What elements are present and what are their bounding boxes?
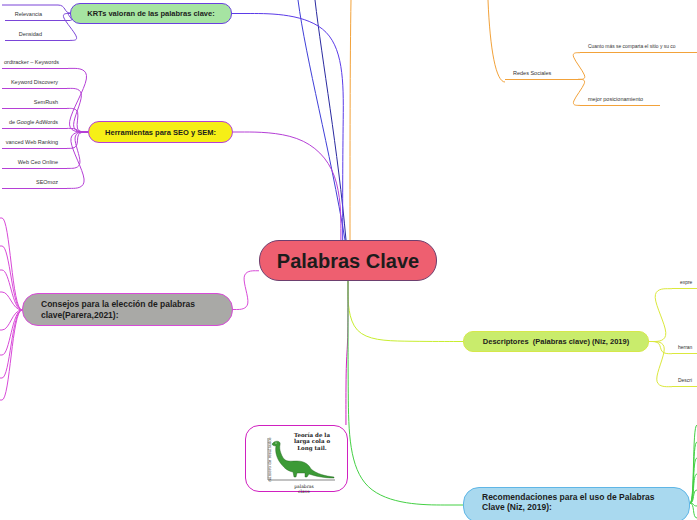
branch-line: [690, 503, 697, 518]
leaf-text: Descri: [678, 378, 696, 384]
branch-line: [0, 292, 22, 310]
branch-line: [690, 490, 697, 503]
branch-connector: [348, 281, 463, 342]
branch-line: [0, 310, 22, 378]
branch-line: [298, 0, 345, 240]
illustration-text: palabras clave: [289, 484, 319, 494]
branch-line: [690, 458, 697, 503]
leaf-text: Cuanto más se comparta el sitio y su co: [588, 44, 696, 50]
leaf-text: Keyword Discovery: [4, 79, 58, 86]
topic-leaf: Cuanto más se comparta el sitio y su co: [580, 44, 697, 53]
branch-line: [0, 310, 22, 400]
topic-leaf: Redes Sociales: [505, 70, 578, 80]
branch-connector: [649, 289, 672, 342]
topic-title: Herramientas para SEO y SEM:: [105, 128, 216, 137]
leaf-text: de Google AdWords: [4, 119, 58, 126]
branch-connector: [573, 53, 585, 80]
topic-leaf: de Google AdWords: [2, 119, 67, 129]
topic-leaf: SemRush: [2, 99, 67, 109]
topic-leaf: expre: [672, 280, 697, 289]
branch-connector: [233, 132, 341, 240]
leaf-text: expre: [680, 280, 696, 286]
topic-title: Recomendaciones para el uso de Palabras …: [482, 492, 677, 512]
branch-line: [315, 0, 346, 240]
topic-leaf: Web Ceo Online: [2, 159, 67, 169]
leaf-text: Relevancia: [7, 11, 42, 18]
branch-connector: [67, 128, 88, 132]
branch-connector: [573, 79, 584, 105]
leaf-text: mejor posicionamiento: [588, 96, 658, 103]
branch-line: [0, 270, 22, 310]
dinosaur-eye: [275, 442, 276, 443]
branch-connector: [67, 132, 88, 188]
branch-connector: [68, 68, 88, 132]
topic-title: KRTs valoran de las palabras clave:: [87, 9, 214, 18]
branch-connector: [67, 108, 88, 132]
topic-leaf: herran: [672, 345, 697, 354]
branch-connector: [649, 342, 672, 387]
branch-connector: [67, 88, 88, 132]
topic-box: Consejos para la elección de palabras cl…: [22, 293, 233, 326]
image-card: Teoría de la larga cola o Long tail. pala…: [245, 425, 348, 492]
topic-leaf: Densidad: [5, 31, 70, 41]
topic-box: Descriptores (Palabras clave) (Niz, 2019…: [463, 331, 649, 352]
leaf-text: Redes Sociales: [513, 70, 576, 77]
branch-line: [690, 474, 697, 503]
topic-leaf: ordtracker – Keywords: [2, 59, 68, 69]
leaf-text: SEOmoz: [4, 179, 58, 186]
topic-leaf: vanced Web Ranking: [2, 139, 67, 149]
topic-leaf: mejor posicionamiento: [580, 96, 660, 106]
branch-connector: [232, 14, 343, 241]
branch-connector: [67, 132, 88, 148]
topic-leaf: Relevancia: [5, 11, 70, 21]
leaf-text: herran: [678, 345, 696, 351]
topic-leaf: Descri: [672, 378, 697, 387]
topic-title: Palabras Clave: [277, 249, 419, 273]
leaf-text: Densidad: [7, 31, 42, 38]
branch-line: [690, 442, 697, 503]
branch-line: [690, 425, 697, 503]
topic-leaf: Keyword Discovery: [2, 79, 67, 89]
branch-line: [488, 0, 505, 82]
branch-connector: [67, 132, 88, 168]
branch-line: [350, 0, 351, 240]
leaf-text: SemRush: [4, 99, 58, 106]
branch-connector: [233, 271, 259, 310]
branch-line: [0, 246, 22, 310]
illustration-text: Teoría de la larga cola o Long tail.: [286, 432, 338, 451]
topic-box: KRTs valoran de las palabras clave:: [70, 3, 232, 24]
topic-box: Recomendaciones para el uso de Palabras …: [463, 487, 690, 520]
branch-line: [0, 218, 22, 310]
axis-label: número de resultados: [267, 437, 272, 481]
topic-title: Descriptores (Palabras clave) (Niz, 2019…: [483, 337, 629, 346]
topic-box: Palabras Clave: [259, 240, 437, 281]
leaf-text: vanced Web Ranking: [4, 139, 58, 146]
topic-title: Consejos para la elección de palabras cl…: [41, 299, 220, 319]
leaf-text: ordtracker – Keywords: [4, 59, 59, 66]
topic-box: Herramientas para SEO y SEM:: [88, 121, 233, 143]
branch-connector: [348, 281, 463, 505]
topic-leaf: SEOmoz: [2, 179, 67, 189]
leaf-text: Web Ceo Online: [4, 159, 58, 166]
